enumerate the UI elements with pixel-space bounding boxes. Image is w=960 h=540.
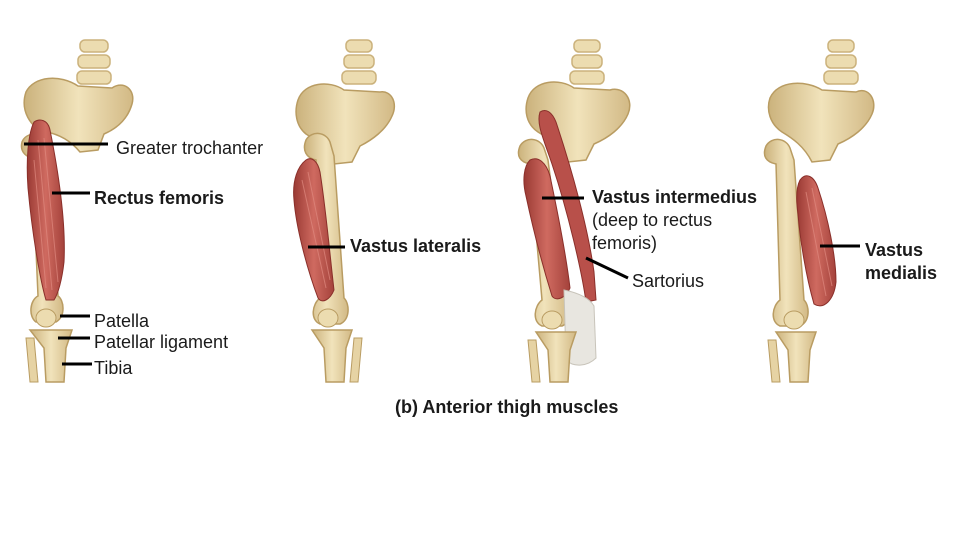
tibia-icon bbox=[774, 331, 818, 383]
figure-rectus-femoris bbox=[20, 39, 134, 383]
patella-icon bbox=[541, 310, 563, 330]
fibula-icon bbox=[349, 337, 363, 383]
label-vastus-medialis-1: Vastus bbox=[865, 240, 924, 260]
figure-vastus-intermedius bbox=[517, 39, 631, 383]
figure-vastus-lateralis bbox=[293, 39, 396, 383]
figure-caption: (b) Anterior thigh muscles bbox=[395, 397, 619, 417]
vastus-medialis-muscle bbox=[796, 175, 837, 307]
spine-icon bbox=[823, 39, 859, 85]
spine-icon bbox=[341, 39, 377, 85]
label-vastus-intermedius-note-2: femoris) bbox=[592, 233, 658, 253]
spine-icon bbox=[76, 39, 112, 85]
label-vastus-medialis-2: medialis bbox=[865, 263, 938, 283]
muscle-fibers bbox=[805, 187, 833, 297]
label-greater-trochanter: Greater trochanter bbox=[116, 138, 264, 158]
fibula-icon bbox=[767, 339, 781, 383]
vastus-lateralis-muscle bbox=[293, 158, 335, 302]
pelvis-icon bbox=[525, 81, 631, 163]
spine-icon bbox=[569, 39, 605, 85]
pelvis-icon bbox=[767, 82, 875, 163]
fibula-icon bbox=[527, 339, 541, 383]
vastus-intermedius-muscle bbox=[523, 158, 571, 300]
fibula-icon bbox=[25, 337, 39, 383]
label-patellar-ligament: Patellar ligament bbox=[94, 332, 229, 352]
label-rectus-femoris: Rectus femoris bbox=[94, 188, 225, 208]
label-vastus-intermedius-note-1: (deep to rectus bbox=[592, 210, 713, 230]
rectus-femoris-muscle bbox=[26, 119, 65, 301]
label-tibia: Tibia bbox=[94, 358, 133, 378]
sartorius-muscle bbox=[538, 109, 597, 303]
label-vastus-intermedius: Vastus intermedius bbox=[592, 187, 758, 207]
label-vastus-lateralis: Vastus lateralis bbox=[350, 236, 482, 256]
figure-vastus-medialis bbox=[763, 39, 875, 383]
muscle-fibers bbox=[33, 137, 59, 291]
muscle-fibers bbox=[301, 171, 331, 289]
tibia-icon bbox=[28, 329, 74, 383]
leader-lines bbox=[24, 142, 860, 366]
label-sartorius: Sartorius bbox=[632, 271, 705, 291]
label-patella: Patella bbox=[94, 311, 150, 331]
leader-sartorius bbox=[585, 256, 629, 280]
patella-icon bbox=[783, 310, 805, 330]
tibia-icon bbox=[310, 329, 354, 383]
tibia-icon bbox=[534, 331, 578, 383]
patella-icon bbox=[35, 308, 57, 328]
patella-icon bbox=[317, 308, 339, 328]
